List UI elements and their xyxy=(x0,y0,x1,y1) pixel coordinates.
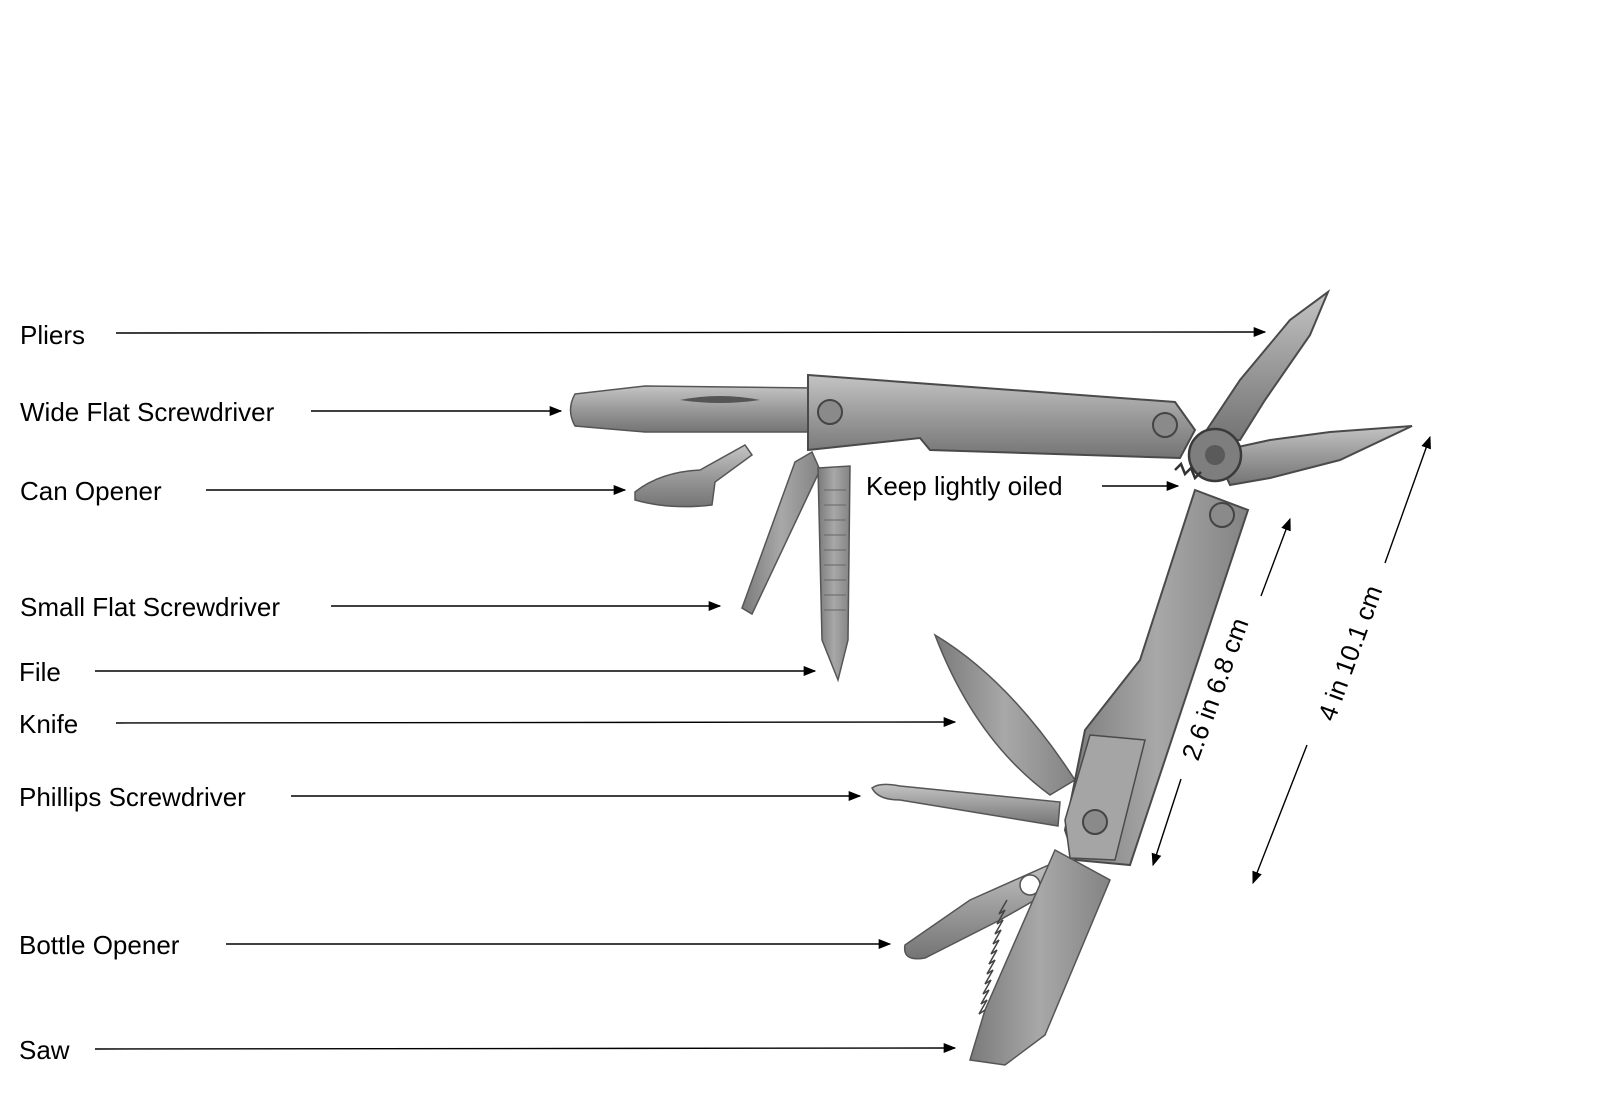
label-wide-flat-screwdriver: Wide Flat Screwdriver xyxy=(20,397,275,427)
file-blade xyxy=(817,465,851,683)
can-opener-blade xyxy=(634,444,754,508)
pliers-pivot-center xyxy=(1205,445,1225,465)
small-flat-screwdriver-blade xyxy=(741,450,821,616)
wide-flat-screwdriver-slot xyxy=(680,396,760,403)
pliers-spring xyxy=(1174,461,1202,481)
label-phillips-screwdriver: Phillips Screwdriver xyxy=(19,782,246,812)
upper-handle xyxy=(807,373,1197,460)
label-pliers: Pliers xyxy=(20,320,86,350)
label-saw: Saw xyxy=(19,1035,70,1065)
lower-rivet-bottom xyxy=(1082,809,1108,835)
knife-leader xyxy=(115,716,957,728)
overall-length-arrow-lower xyxy=(1252,744,1308,885)
knife-blade xyxy=(933,633,1077,796)
label-can-opener: Can Opener xyxy=(20,476,162,506)
label-file: File xyxy=(19,657,61,687)
lower-rivet-top xyxy=(1209,502,1235,528)
wide-flat-screwdriver-blade xyxy=(569,385,816,433)
label-small-flat-screwdriver: Small Flat Screwdriver xyxy=(20,592,281,622)
handle-length-arrow-lower xyxy=(1151,778,1182,867)
upper-rivet-right xyxy=(1152,412,1178,438)
label-bottle-opener: Bottle Opener xyxy=(19,930,180,960)
handle-length-arrow-upper xyxy=(1260,517,1291,597)
upper-rivet-left xyxy=(817,399,843,425)
phillips-screwdriver-blade xyxy=(871,783,1061,827)
label-knife: Knife xyxy=(19,709,79,739)
label-keep-lightly-oiled: Keep lightly oiled xyxy=(866,471,1063,501)
saw-leader xyxy=(94,1042,957,1054)
pliers-lower-jaw xyxy=(1213,425,1413,487)
overall-length-arrow-upper xyxy=(1384,435,1431,564)
pliers-leader xyxy=(115,326,1267,338)
pliers-upper-jaw xyxy=(1198,289,1331,441)
saw-teeth xyxy=(978,899,1008,1015)
